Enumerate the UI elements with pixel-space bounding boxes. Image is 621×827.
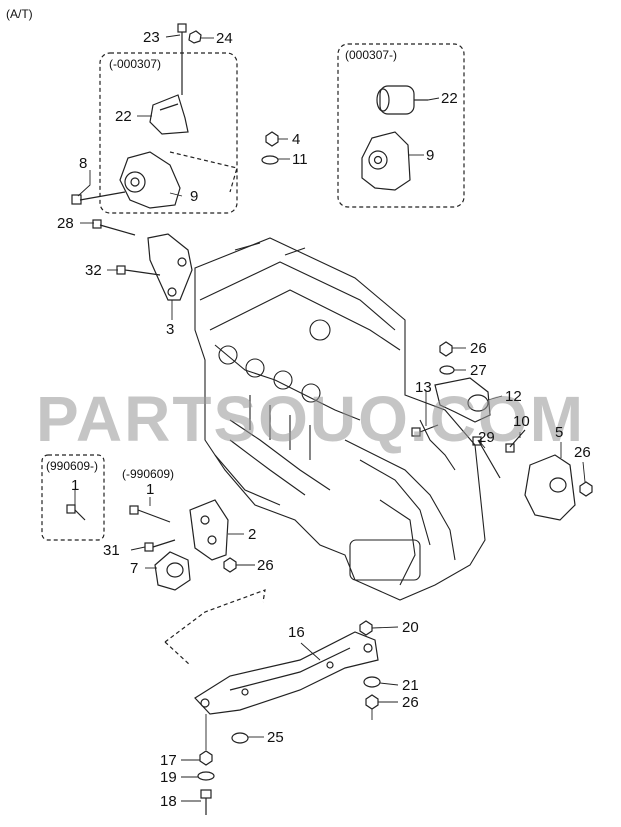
callout-4[interactable]: 4: [292, 131, 301, 148]
nut-26c: [223, 557, 237, 573]
bolt-28: [92, 219, 136, 236]
bolt-1a: [66, 504, 86, 521]
nut-26d: [365, 694, 379, 710]
mount-22b: [376, 85, 428, 115]
callout-9-right[interactable]: 9: [426, 147, 435, 164]
callout-26-lower[interactable]: 26: [257, 557, 274, 574]
callout-20[interactable]: 20: [402, 619, 419, 636]
callout-9-left[interactable]: 9: [190, 188, 199, 205]
washer-11: [261, 155, 279, 165]
bolt-10: [505, 429, 526, 453]
bolt-23: [177, 23, 187, 95]
option-box-right-upper: [337, 43, 465, 208]
leader-lines: [74, 34, 586, 802]
callout-16[interactable]: 16: [288, 624, 305, 641]
callout-21[interactable]: 21: [402, 677, 419, 694]
bracket-5: [524, 454, 576, 521]
mount-7: [154, 551, 191, 591]
engine-block: [194, 237, 486, 601]
callout-17[interactable]: 17: [160, 752, 177, 769]
bolt-8: [71, 191, 126, 205]
callout-19[interactable]: 19: [160, 769, 177, 786]
callout-10[interactable]: 10: [513, 413, 530, 430]
nut-26b: [579, 481, 593, 497]
crossmember-16: [194, 631, 379, 715]
bracket-12: [434, 377, 491, 423]
callout-25[interactable]: 25: [267, 729, 284, 746]
engine-mount-9b: [361, 131, 411, 191]
washer-19: [197, 771, 215, 781]
engine-mount-9a: [119, 151, 181, 209]
connector-dashed: [164, 589, 266, 643]
bolt-18: [200, 789, 212, 815]
callout-1[interactable]: 1: [146, 481, 155, 498]
callout-7[interactable]: 7: [130, 560, 139, 577]
callout-22-right[interactable]: 22: [441, 90, 458, 107]
callout-24[interactable]: 24: [216, 30, 233, 47]
callout-31[interactable]: 31: [103, 542, 120, 559]
callout-2[interactable]: 2: [248, 526, 257, 543]
callout-12[interactable]: 12: [505, 388, 522, 405]
callout-1-box[interactable]: 1: [71, 477, 80, 494]
box-label-right-upper: (000307-): [345, 48, 398, 62]
connector-dashed: [169, 151, 238, 193]
option-box-left-upper: [99, 52, 238, 214]
callout-18[interactable]: 18: [160, 793, 177, 810]
bracket-2: [189, 499, 229, 561]
callout-32[interactable]: 32: [85, 262, 102, 279]
nut-4: [265, 131, 279, 147]
callout-8[interactable]: 8: [79, 155, 88, 172]
callout-29[interactable]: 29: [478, 429, 495, 446]
box-label-middle-lower: (-990609): [122, 467, 175, 481]
bolt-1b: [129, 505, 171, 523]
callout-11[interactable]: 11: [292, 151, 308, 168]
nut-17: [199, 750, 213, 766]
bracket-22a: [149, 94, 189, 135]
callout-23[interactable]: 23: [143, 29, 160, 46]
bushing-21: [363, 676, 381, 688]
box-label-left-upper: (-000307): [109, 57, 162, 71]
callout-27[interactable]: 27: [470, 362, 487, 379]
callout-13[interactable]: 13: [415, 379, 432, 396]
connector-dashed: [164, 641, 191, 666]
callout-3[interactable]: 3: [166, 321, 175, 338]
bolt-13: [411, 424, 439, 437]
callout-22-left[interactable]: 22: [115, 108, 132, 125]
callout-5[interactable]: 5: [555, 424, 564, 441]
callout-26-right[interactable]: 26: [574, 444, 591, 461]
nut-26a: [439, 341, 453, 357]
callout-26-bottom[interactable]: 26: [402, 694, 419, 711]
bolt-29: [472, 436, 501, 479]
bolt-31: [144, 539, 176, 552]
washer-25: [231, 732, 249, 744]
header-code: (A/T): [6, 7, 33, 21]
bracket-3: [147, 233, 193, 301]
washer-27: [439, 365, 455, 375]
option-box-left-lower: [41, 454, 105, 541]
nut-24: [188, 30, 202, 44]
nut-20: [359, 620, 373, 636]
callout-28[interactable]: 28: [57, 215, 74, 232]
box-label-left-lower: (990609-): [46, 459, 99, 473]
callout-26-upper[interactable]: 26: [470, 340, 487, 357]
